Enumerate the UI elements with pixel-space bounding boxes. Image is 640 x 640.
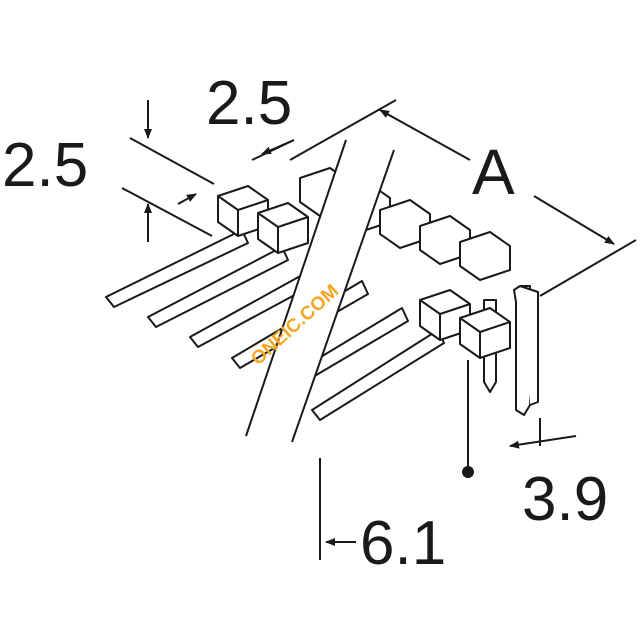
tail-length-label: 3.9 xyxy=(522,465,608,534)
pin-length-label: 6.1 xyxy=(360,509,446,578)
tail-length-dimension xyxy=(509,418,577,449)
housing-front-row xyxy=(217,185,511,359)
pin-length-dimension xyxy=(319,360,469,560)
length-a-label: A xyxy=(472,136,515,208)
pitch-horizontal-label: 2.5 xyxy=(206,69,292,138)
pitch-horizontal-dimension xyxy=(251,99,397,161)
pitch-vertical-label: 2.5 xyxy=(2,131,88,200)
pitch-vertical-dimension xyxy=(121,100,215,242)
break-band xyxy=(245,139,395,443)
reference-dot xyxy=(462,466,474,478)
length-a-dimension xyxy=(379,109,637,297)
